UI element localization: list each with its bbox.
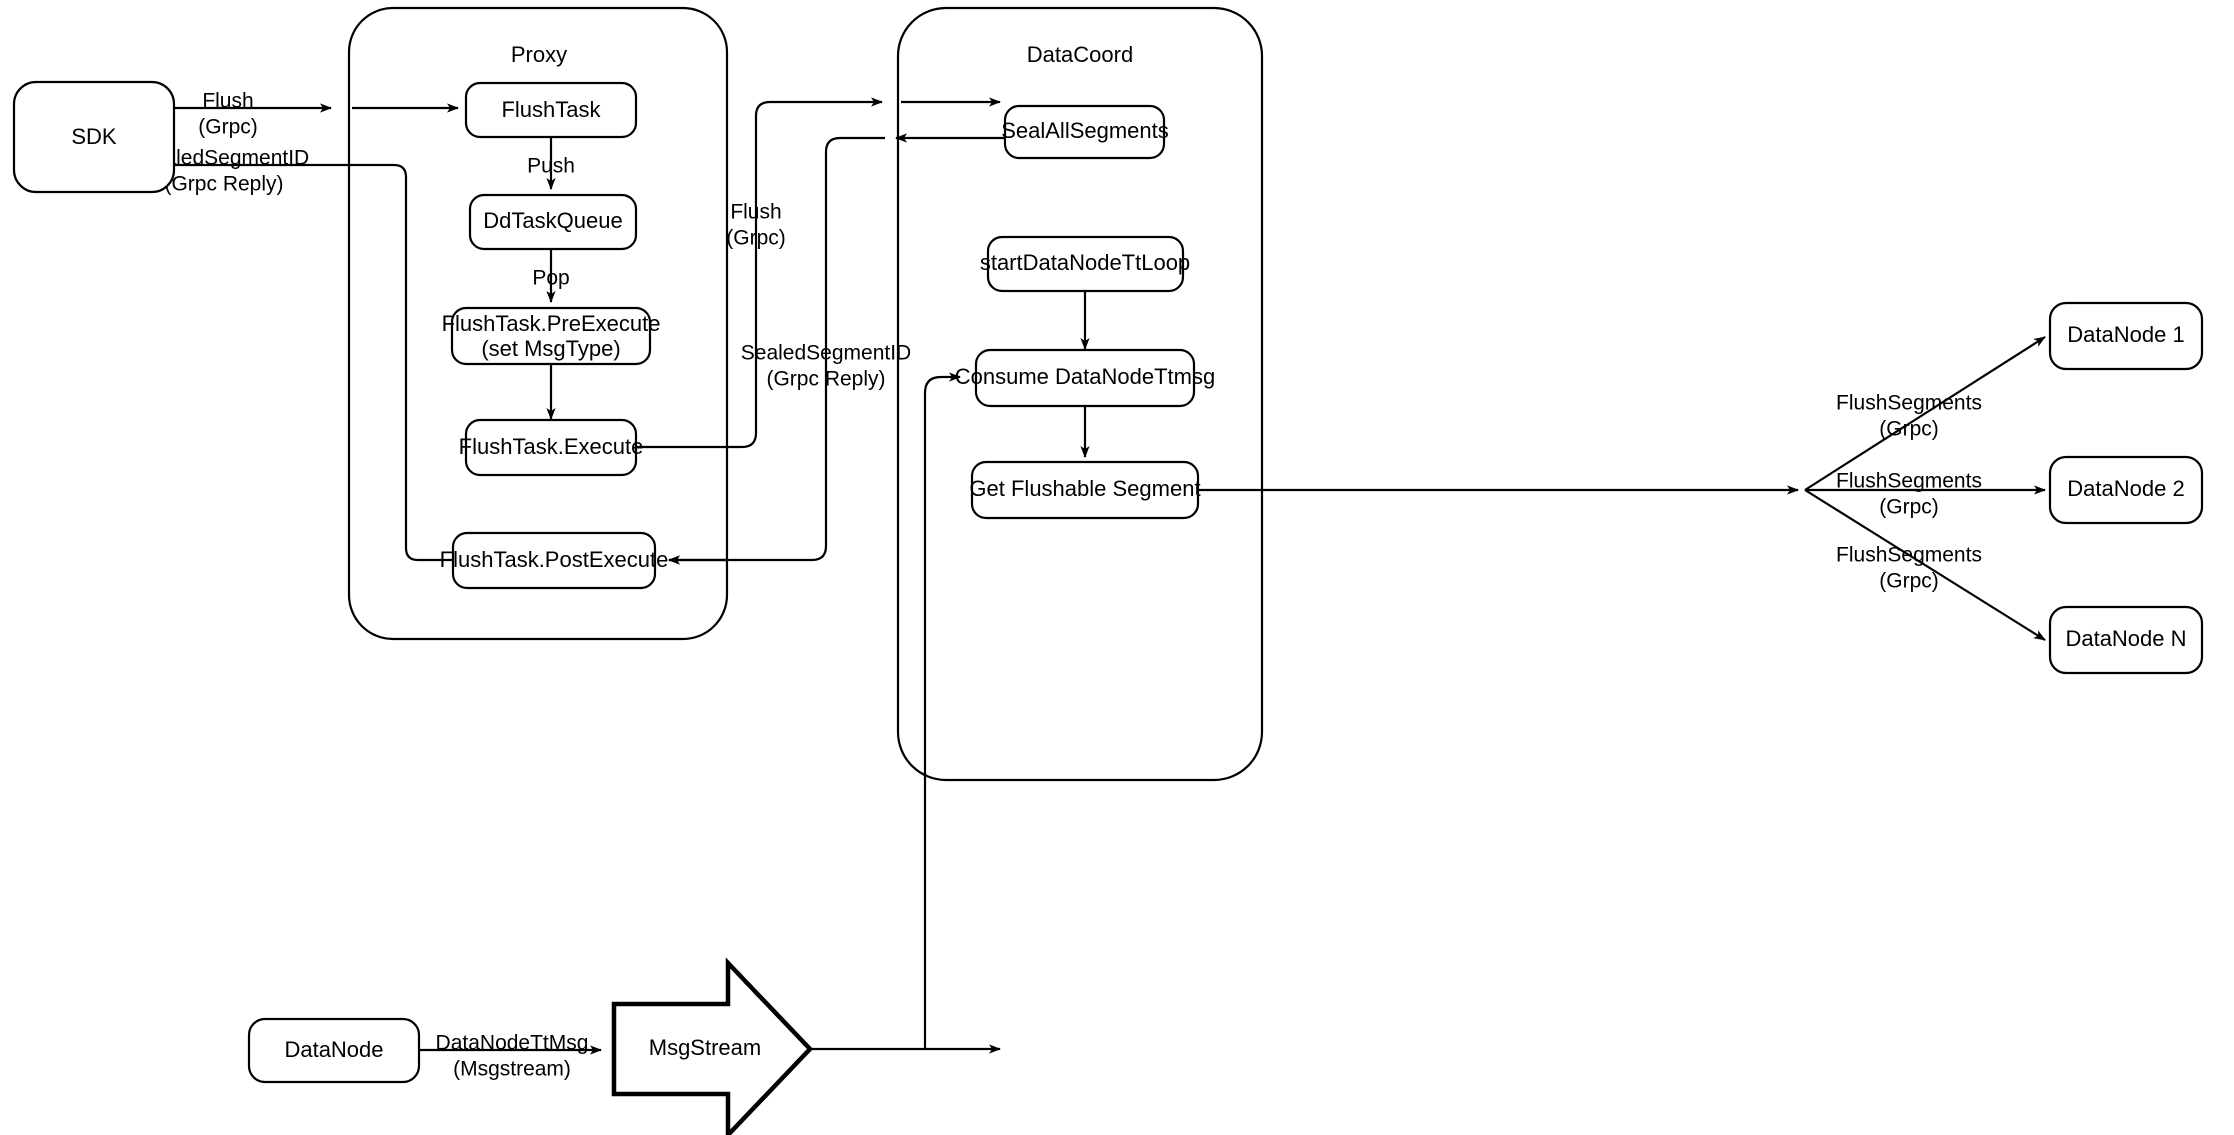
edge-pop: Pop <box>532 249 570 303</box>
node-sealallsegments[interactable]: SealAllSegments <box>1001 104 1169 160</box>
node-flushtask-preexecute[interactable]: FlushTask.PreExecute (set MsgType) <box>442 306 661 366</box>
edge-label-flush-grpc-line2: (Grpc) <box>198 116 258 139</box>
node-consume-datanodettmsg-box[interactable] <box>974 348 1196 408</box>
container-proxy: Proxy <box>347 6 729 641</box>
node-sdk-label: SDK <box>71 124 117 149</box>
node-startdatanodettloop-box[interactable] <box>986 235 1185 293</box>
edge-datacoord-to-postexecute-path <box>668 136 885 565</box>
edge-label-flush-grpc-coord-line1: Flush <box>730 201 781 224</box>
edge-label-sealedsegmentid-coord-line2: (Grpc Reply) <box>766 368 885 391</box>
datacoord-container-title: DataCoord <box>1027 42 1133 67</box>
edge-label-flushsegments-n-line1: FlushSegments <box>1836 544 1982 567</box>
node-datanode-n-label: DataNode N <box>2065 626 2186 651</box>
edge-label-pop: Pop <box>532 267 569 290</box>
node-flushtask-preexecute-label-line1: FlushTask.PreExecute <box>442 311 661 336</box>
edge-proxy-to-sdk-path <box>136 160 453 562</box>
node-flushtask-preexecute-box[interactable] <box>450 306 652 366</box>
node-datanode-1-label: DataNode 1 <box>2067 322 2184 347</box>
node-get-flushable-segment-box[interactable] <box>970 460 1200 520</box>
node-flushtask[interactable]: FlushTask <box>464 81 638 139</box>
node-consume-datanodettmsg-label: Consume DataNodeTtmsg <box>955 364 1215 389</box>
edge-hub-to-datanode-n-path <box>1804 489 2046 641</box>
node-datanode-1[interactable]: DataNode 1 <box>2048 301 2204 371</box>
node-get-flushable-segment[interactable]: Get Flushable Segment <box>969 460 1201 520</box>
node-sealallsegments-label: SealAllSegments <box>1001 118 1169 143</box>
node-startdatanodettloop[interactable]: startDataNodeTtLoop <box>980 235 1190 293</box>
node-ddtaskqueue-box[interactable] <box>468 193 638 251</box>
proxy-container-outline <box>347 6 729 641</box>
edge-hub-to-datanode-1-path <box>1804 336 2046 491</box>
node-sdk[interactable]: SDK <box>12 80 176 194</box>
node-flushtask-label: FlushTask <box>501 97 601 122</box>
edge-push: Push <box>527 136 575 190</box>
edge-hub-to-datanode-n: FlushSegments (Grpc) <box>1804 489 2046 641</box>
node-flushtask-postexecute[interactable]: FlushTask.PostExecute <box>440 531 669 590</box>
node-datanode-source-label: DataNode <box>284 1037 383 1062</box>
node-msgstream-label: MsgStream <box>649 1035 761 1060</box>
edge-label-flushsegments-2-line1: FlushSegments <box>1836 470 1982 493</box>
edge-label-datanodettmsg-line2: (Msgstream) <box>453 1058 571 1081</box>
node-datanode-source[interactable]: DataNode <box>247 1017 421 1084</box>
edge-datanode-to-msgstream: DataNodeTtMsg (Msgstream) <box>420 1032 602 1081</box>
node-ddtaskqueue-label: DdTaskQueue <box>483 208 622 233</box>
edge-label-flushsegments-n-line2: (Grpc) <box>1879 570 1939 593</box>
container-datacoord: DataCoord <box>896 6 1264 782</box>
edge-label-flushsegments-2-line2: (Grpc) <box>1879 496 1939 519</box>
node-flushtask-execute-box[interactable] <box>464 418 638 477</box>
node-datanode-2[interactable]: DataNode 2 <box>2048 455 2204 525</box>
node-msgstream-arrow-shape[interactable] <box>611 957 814 1135</box>
edge-label-push: Push <box>527 155 575 178</box>
edge-label-datanodettmsg-line1: DataNodeTtMsg <box>436 1032 589 1055</box>
node-datanode-2-label: DataNode 2 <box>2067 476 2184 501</box>
node-consume-datanodettmsg[interactable]: Consume DataNodeTtmsg <box>955 348 1215 408</box>
node-flushtask-execute[interactable]: FlushTask.Execute <box>459 418 644 477</box>
node-sdk-box[interactable] <box>12 80 176 194</box>
node-datanode-n[interactable]: DataNode N <box>2048 605 2204 675</box>
node-datanode-1-box[interactable] <box>2048 301 2204 371</box>
edge-datacoord-to-postexecute: SealedSegmentID (Grpc Reply) <box>668 136 911 565</box>
node-datanode-source-box[interactable] <box>247 1017 421 1084</box>
proxy-container-title: Proxy <box>511 42 567 67</box>
edge-execute-to-datacoord: Flush (Grpc) <box>636 97 883 449</box>
node-datanode-n-box[interactable] <box>2048 605 2204 675</box>
node-get-flushable-segment-label: Get Flushable Segment <box>969 476 1200 501</box>
edge-hub-to-datanode-2: FlushSegments (Grpc) <box>1805 470 2046 519</box>
edge-proxy-to-sdk: SealedSegmentID (Grpc Reply) <box>136 147 453 562</box>
edge-execute-to-datacoord-path <box>636 97 883 449</box>
edge-label-sealedsegmentid-line1: SealedSegmentID <box>139 147 309 170</box>
edge-label-flush-grpc-coord-line2: (Grpc) <box>726 227 786 250</box>
node-msgstream[interactable]: MsgStream <box>611 957 814 1135</box>
node-flushtask-execute-label: FlushTask.Execute <box>459 434 644 459</box>
node-flushtask-postexecute-label: FlushTask.PostExecute <box>440 547 669 572</box>
node-datanode-2-box[interactable] <box>2048 455 2204 525</box>
edge-label-flushsegments-1-line1: FlushSegments <box>1836 392 1982 415</box>
edge-hub-to-datanode-1: FlushSegments (Grpc) <box>1804 336 2046 491</box>
node-startdatanodettloop-label: startDataNodeTtLoop <box>980 250 1190 275</box>
edge-label-flushsegments-1-line2: (Grpc) <box>1879 418 1939 441</box>
edge-label-flush-grpc-line1: Flush <box>202 90 253 113</box>
edge-label-sealedsegmentid-line2: (Grpc Reply) <box>164 173 283 196</box>
edge-label-sealedsegmentid-coord-line1: SealedSegmentID <box>741 342 911 365</box>
datacoord-container-outline <box>896 6 1264 782</box>
node-ddtaskqueue[interactable]: DdTaskQueue <box>468 193 638 251</box>
node-flushtask-postexecute-box[interactable] <box>451 531 657 590</box>
node-flushtask-preexecute-label-line2: (set MsgType) <box>481 336 620 361</box>
edge-msgstream-to-consume <box>923 372 961 1050</box>
node-flushtask-box[interactable] <box>464 81 638 139</box>
node-sealallsegments-box[interactable] <box>1003 104 1166 160</box>
